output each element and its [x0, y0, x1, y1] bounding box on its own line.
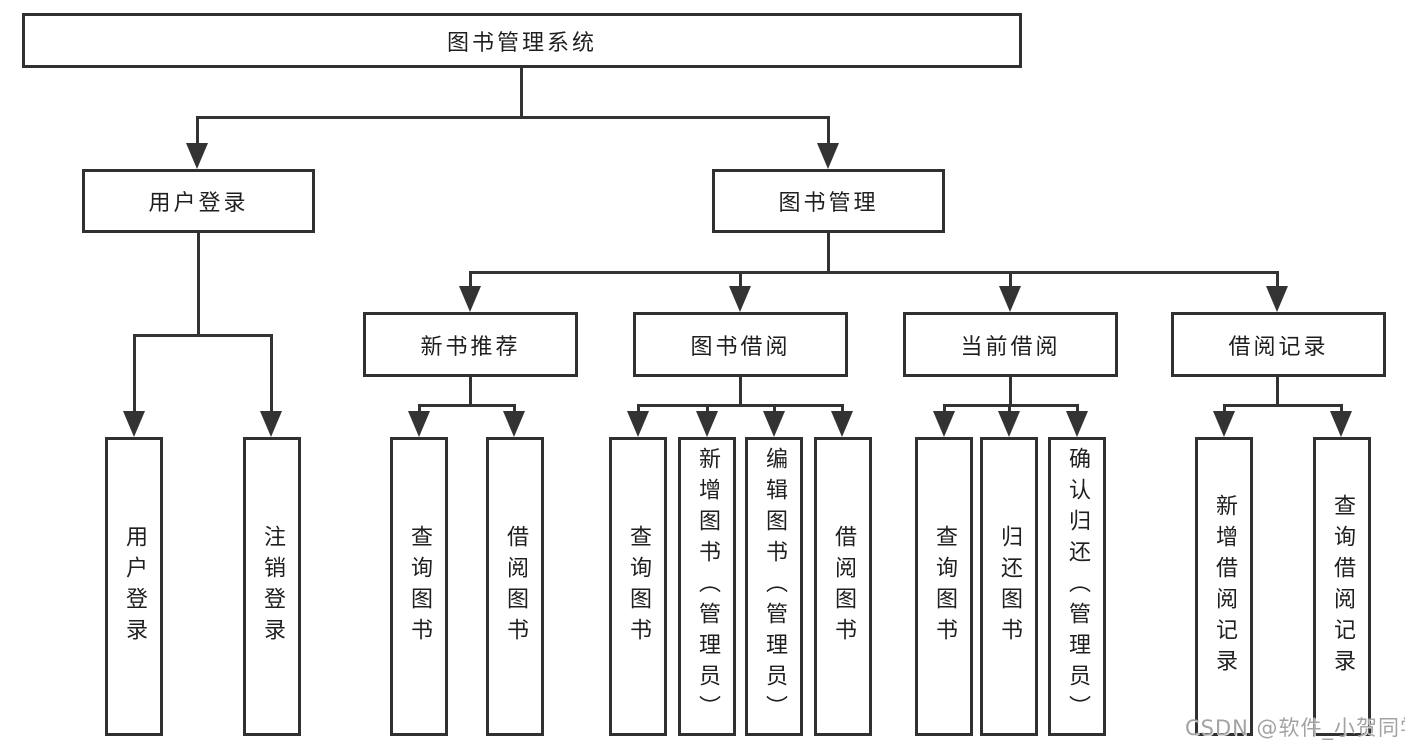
- arrow-down-icon: [729, 286, 751, 312]
- node-user-login-label: 用户登录: [148, 191, 249, 216]
- leaf-query-book-current-label: 查询图书: [932, 524, 957, 649]
- connector-line: [469, 271, 1279, 274]
- arrow-down-icon: [186, 143, 208, 169]
- node-borrow-records: 借阅记录: [1171, 312, 1386, 377]
- connector-line: [270, 334, 273, 411]
- arrow-down-icon: [1330, 411, 1352, 437]
- leaf-add-book-admin: 新增图书（管理员）: [678, 437, 736, 736]
- connector-line: [418, 404, 421, 412]
- connector-line: [841, 404, 844, 412]
- leaf-borrow-book: 借阅图书: [814, 437, 872, 736]
- leaf-logout: 注销登录: [243, 437, 301, 736]
- connector-line: [1223, 404, 1226, 412]
- node-new-book-recommend: 新书推荐: [363, 312, 578, 377]
- leaf-return-book-label: 归还图书: [997, 524, 1022, 649]
- connector-line: [1340, 404, 1343, 412]
- node-book-management: 图书管理: [712, 169, 945, 233]
- leaf-query-book-recommend-label: 查询图书: [407, 524, 432, 649]
- leaf-confirm-return-admin-label: 确认归还（管理员）: [1065, 447, 1090, 726]
- node-root: 图书管理系统: [22, 13, 1022, 68]
- connector-line: [513, 404, 516, 412]
- leaf-add-borrow-record-label: 新增借阅记录: [1212, 493, 1237, 680]
- arrow-down-icon: [1213, 411, 1235, 437]
- arrow-down-icon: [817, 143, 839, 169]
- arrow-down-icon: [831, 411, 853, 437]
- connector-line: [133, 334, 136, 411]
- arrow-down-icon: [999, 286, 1021, 312]
- leaf-query-book-recommend: 查询图书: [390, 437, 448, 736]
- arrow-down-icon: [260, 411, 282, 437]
- leaf-logout-label: 注销登录: [260, 524, 285, 649]
- arrow-down-icon: [1266, 286, 1288, 312]
- connector-line: [196, 116, 199, 143]
- arrow-down-icon: [459, 286, 481, 312]
- node-book-borrow-label: 图书借阅: [690, 334, 791, 360]
- connector-line: [637, 404, 843, 407]
- leaf-borrow-book-recommend: 借阅图书: [486, 437, 544, 736]
- connector-line: [1076, 404, 1079, 412]
- leaf-add-book-admin-label: 新增图书（管理员）: [695, 447, 720, 726]
- leaf-user-login: 用户登录: [105, 437, 163, 736]
- connector-line: [739, 271, 742, 286]
- connector-line: [1276, 271, 1279, 286]
- node-book-management-label: 图书管理: [778, 191, 879, 216]
- connector-line: [197, 233, 200, 336]
- node-current-borrow: 当前借阅: [903, 312, 1118, 377]
- node-new-book-recommend-label: 新书推荐: [420, 334, 521, 360]
- node-borrow-records-label: 借阅记录: [1228, 334, 1329, 360]
- leaf-confirm-return-admin: 确认归还（管理员）: [1048, 437, 1106, 736]
- arrow-down-icon: [1066, 411, 1088, 437]
- connector-line: [827, 233, 830, 273]
- leaf-borrow-book-label: 借阅图书: [831, 524, 856, 649]
- arrow-down-icon: [627, 411, 649, 437]
- watermark: CSDN @软件_小贺同学: [1185, 716, 1405, 740]
- connector-line: [1223, 404, 1342, 407]
- connector-line: [469, 271, 472, 286]
- leaf-query-book-current: 查询图书: [915, 437, 973, 736]
- arrow-down-icon: [696, 411, 718, 437]
- connector-line: [943, 404, 946, 412]
- leaf-query-book-borrow-label: 查询图书: [626, 524, 651, 649]
- node-root-label: 图书管理系统: [446, 30, 597, 56]
- connector-line: [1276, 377, 1279, 406]
- node-current-borrow-label: 当前借阅: [960, 334, 1061, 360]
- connector-line: [1009, 271, 1012, 286]
- connector-line: [469, 377, 472, 406]
- leaf-borrow-book-recommend-label: 借阅图书: [503, 524, 528, 649]
- leaf-return-book: 归还图书: [980, 437, 1038, 736]
- connector-line: [133, 334, 273, 337]
- arrow-down-icon: [503, 411, 525, 437]
- leaf-query-book-borrow: 查询图书: [609, 437, 667, 736]
- connector-line: [706, 404, 709, 412]
- leaf-query-borrow-record-label: 查询借阅记录: [1330, 493, 1355, 680]
- leaf-add-borrow-record: 新增借阅记录: [1195, 437, 1253, 736]
- leaf-edit-book-admin: 编辑图书（管理员）: [745, 437, 803, 736]
- connector-line: [1009, 377, 1012, 406]
- node-book-borrow: 图书借阅: [633, 312, 848, 377]
- arrow-down-icon: [998, 411, 1020, 437]
- connector-line: [637, 404, 640, 412]
- arrow-down-icon: [123, 411, 145, 437]
- arrow-down-icon: [763, 411, 785, 437]
- connector-line: [773, 404, 776, 412]
- connector-line: [520, 68, 523, 116]
- node-user-login: 用户登录: [82, 169, 315, 233]
- connector-line: [418, 404, 516, 407]
- leaf-query-borrow-record: 查询借阅记录: [1313, 437, 1371, 736]
- connector-line: [196, 116, 830, 119]
- arrow-down-icon: [408, 411, 430, 437]
- connector-line: [1008, 404, 1011, 412]
- connector-line: [739, 377, 742, 406]
- leaf-user-login-label: 用户登录: [122, 524, 147, 649]
- leaf-edit-book-admin-label: 编辑图书（管理员）: [762, 447, 787, 726]
- arrow-down-icon: [933, 411, 955, 437]
- connector-line: [827, 116, 830, 143]
